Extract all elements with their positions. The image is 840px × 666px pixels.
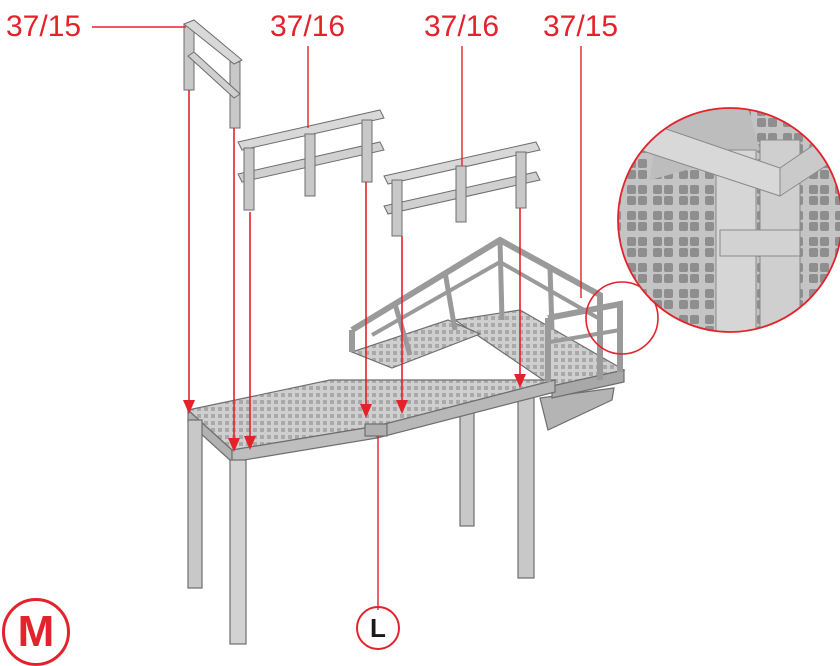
part-label-37-15-right: 37/15	[543, 10, 619, 43]
ramp-deck	[350, 319, 482, 369]
railing-part-left-end	[183, 19, 243, 129]
step-marker: M	[2, 598, 70, 666]
magnified-detail	[618, 108, 840, 332]
part-label-37-15-left: 37/15	[6, 10, 82, 43]
joint-marker: L	[356, 606, 400, 650]
label-leaders	[92, 26, 582, 610]
magnified-detail-ring	[617, 107, 840, 333]
assembly-arrows	[188, 90, 521, 442]
detail-callout-ring	[585, 281, 659, 355]
part-label-37-16-left: 37/16	[270, 10, 346, 43]
platform-leg-right	[517, 389, 535, 579]
platform-structure	[186, 236, 626, 645]
landing-bracket	[539, 387, 615, 431]
ramp-railing	[350, 236, 603, 380]
railing-part-mid-left	[237, 109, 385, 211]
platform-leg-front	[229, 459, 247, 645]
arrow-heads	[183, 374, 526, 452]
platform-leg-front-left	[187, 419, 203, 589]
platform-leg-back	[459, 407, 475, 527]
part-label-37-16-right: 37/16	[424, 10, 500, 43]
joint-block	[364, 423, 388, 437]
